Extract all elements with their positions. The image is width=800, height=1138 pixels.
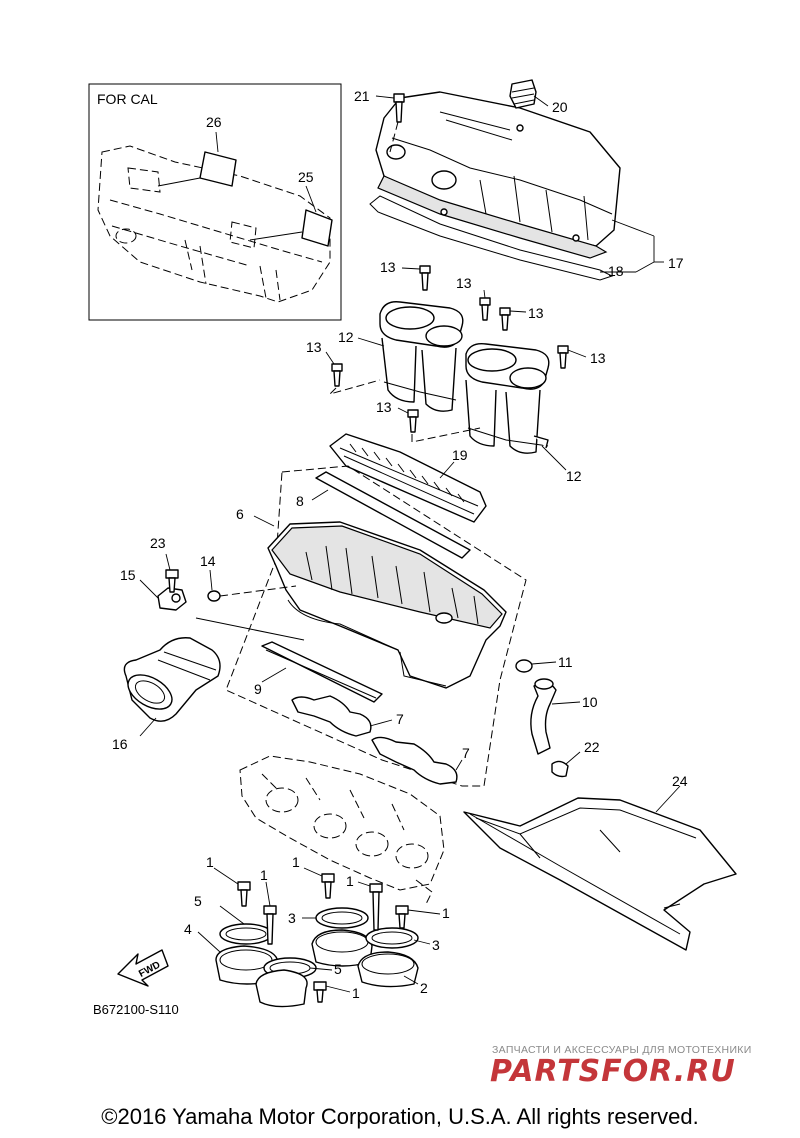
joint-right — [357, 951, 419, 988]
callout-5-b: 5 — [334, 961, 342, 977]
bolt-21 — [375, 93, 405, 153]
callout-26: 26 — [206, 114, 222, 130]
seal-9 — [261, 641, 383, 703]
bracket-17-18 — [600, 219, 664, 273]
watermark-tagline: ЗАПЧАСТИ И АКСЕССУАРЫ ДЛЯ МОТОТЕХНИКИ — [492, 1044, 752, 1056]
joint-set — [197, 867, 441, 1008]
case-assembly-box — [225, 465, 527, 787]
callout-12-bottom: 12 — [566, 468, 582, 484]
bolt-1-e — [395, 905, 441, 929]
callout-11: 11 — [558, 654, 573, 670]
clamp-3-a — [315, 907, 369, 929]
callout-13-c: 13 — [528, 305, 544, 321]
callout-1-a: 1 — [206, 854, 214, 870]
oil-filler-cap — [509, 79, 549, 109]
callout-7-b: 7 — [462, 745, 470, 761]
joint-2 — [255, 969, 308, 1008]
bolts-13 — [325, 265, 587, 443]
inset-cover-sketch — [97, 145, 331, 303]
head-cover-gasket — [369, 195, 614, 281]
callout-13-d: 13 — [306, 339, 322, 355]
callout-13-e: 13 — [376, 399, 392, 415]
air-filter-element — [329, 433, 487, 523]
callout-14: 14 — [200, 553, 216, 569]
callout-8: 8 — [296, 493, 304, 509]
bolt-1-d — [357, 881, 383, 931]
gasket-7-a — [291, 695, 393, 737]
bolt-13-d — [325, 351, 381, 395]
callout-16: 16 — [112, 736, 128, 752]
cylinder-head-cover — [375, 91, 621, 259]
bolt-1-f — [313, 981, 351, 1003]
bolt-13-e — [397, 407, 481, 443]
intake-funnel-right — [465, 343, 550, 454]
callout-2: 2 — [420, 980, 428, 996]
bolt-23 — [165, 553, 179, 593]
callout-24: 24 — [672, 773, 688, 789]
bolt-1-a — [213, 867, 251, 907]
bolt-13-c — [499, 307, 527, 331]
callout-3-b: 3 — [432, 937, 440, 953]
watermark-logo: PARTSFOR.RU — [490, 1054, 736, 1089]
bolt-13-f — [557, 345, 587, 369]
callout-23: 23 — [150, 535, 166, 551]
for-cal-inset: FOR CAL 26 25 — [88, 83, 342, 321]
callout-1-f: 1 — [352, 985, 360, 1001]
callout-10: 10 — [582, 694, 598, 710]
bolt-1-c — [303, 867, 335, 899]
callout-6: 6 — [236, 506, 244, 522]
bolt-13-b — [479, 289, 491, 321]
bolt-1-b — [263, 881, 277, 945]
inset-title: FOR CAL — [97, 91, 158, 107]
drawing-code: B672100-S110 — [93, 1002, 179, 1017]
breather-hose — [530, 678, 581, 755]
air-filter-case — [267, 521, 507, 689]
clamp-11 — [515, 659, 557, 673]
gasket-7-b — [371, 736, 463, 785]
callout-25: 25 — [298, 169, 314, 185]
callout-4: 4 — [184, 921, 192, 937]
copyright-notice: ©2016 Yamaha Motor Corporation, U.S.A. A… — [101, 1104, 699, 1129]
callout-1-d: 1 — [346, 873, 354, 889]
callout-3-a: 3 — [288, 910, 296, 926]
callout-1-e: 1 — [442, 905, 450, 921]
callout-21: 21 — [354, 88, 370, 104]
side-cover-24 — [463, 785, 737, 951]
clamp-3-b — [365, 927, 419, 949]
grommet-14 — [207, 569, 297, 602]
callout-20: 20 — [552, 99, 568, 115]
callout-13-a: 13 — [380, 259, 396, 275]
label-26 — [157, 131, 237, 187]
callout-13-b: 13 — [456, 275, 472, 291]
seal-8 — [311, 471, 471, 559]
callout-1-c: 1 — [292, 854, 300, 870]
callout-17: 17 — [668, 255, 684, 271]
fwd-arrow-icon: FWD — [117, 949, 169, 987]
clip-22 — [551, 751, 581, 778]
label-25 — [249, 185, 333, 247]
callout-18: 18 — [608, 263, 624, 279]
throttle-body-assembly — [239, 755, 445, 905]
callout-12-top: 12 — [338, 329, 354, 345]
joint-4-left — [215, 945, 279, 985]
clamp-5-left — [219, 923, 273, 945]
bracket-15 — [139, 579, 187, 611]
intake-duct — [123, 617, 305, 737]
callout-9: 9 — [254, 681, 262, 697]
intake-funnel-left — [379, 301, 464, 412]
callout-13-f: 13 — [590, 350, 606, 366]
callout-5-a: 5 — [194, 893, 202, 909]
callout-15: 15 — [120, 567, 136, 583]
callout-1-b: 1 — [260, 867, 268, 883]
callout-22: 22 — [584, 739, 600, 755]
callout-19: 19 — [452, 447, 468, 463]
callout-7-a: 7 — [396, 711, 404, 727]
bolt-13-a — [401, 265, 431, 291]
